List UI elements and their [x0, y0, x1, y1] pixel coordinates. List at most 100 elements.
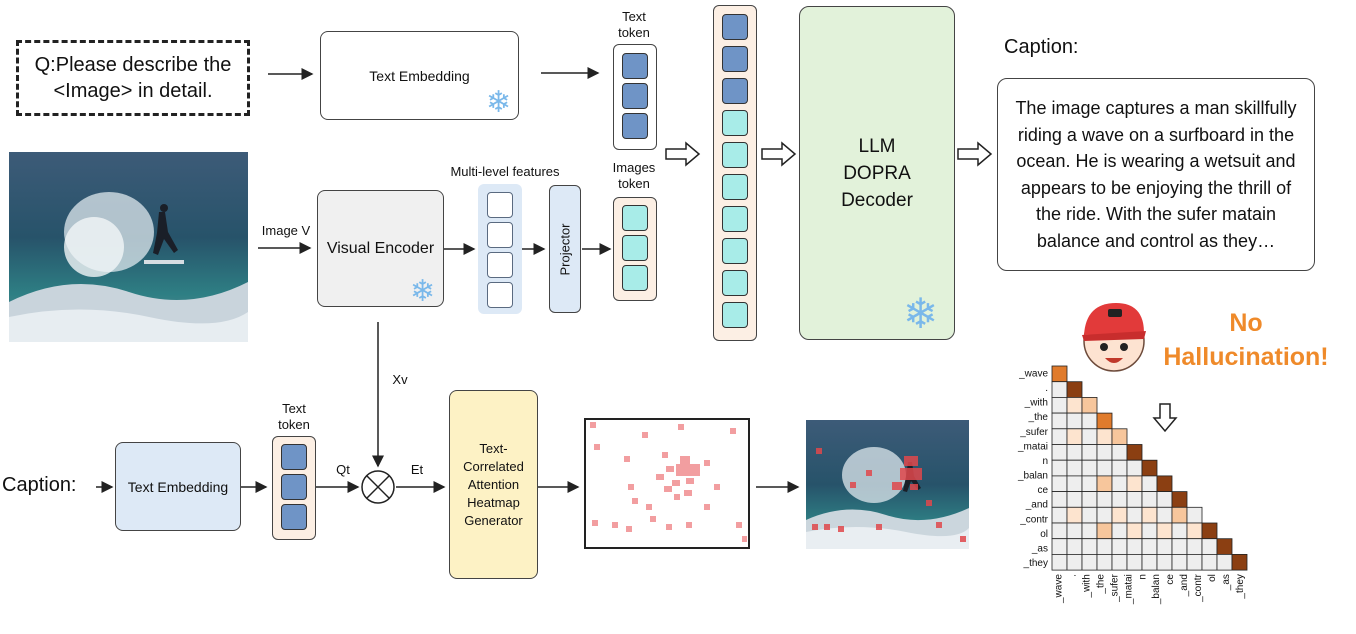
caption-box: The image captures a man skillfully ridi…	[997, 78, 1315, 271]
matrix-cell	[1111, 459, 1128, 477]
matrix-cell	[1081, 491, 1098, 508]
matrix-row-label: _contr	[1019, 514, 1048, 525]
matrix-cell	[1186, 553, 1203, 571]
matrix-cell	[1171, 538, 1188, 555]
text-embedding-bottom-label: Text Embedding	[127, 478, 229, 495]
matrix-cell	[1096, 428, 1113, 445]
matrix-cell	[1051, 459, 1068, 477]
feature-cell	[487, 222, 513, 248]
matrix-col-label: _sufer	[1109, 573, 1120, 602]
qt-label: Qt	[336, 462, 350, 477]
matrix-row-label: _they	[1023, 558, 1048, 569]
matrix-cell	[1171, 491, 1188, 508]
feature-cell	[487, 282, 513, 308]
matrix-cell	[1051, 412, 1068, 430]
caption-bottom-label: Caption:	[2, 474, 77, 496]
matrix-cell	[1066, 538, 1083, 555]
matrix-cell	[1051, 506, 1068, 524]
matrix-cell	[1066, 475, 1083, 493]
text-token	[281, 504, 307, 530]
matrix-cell	[1171, 522, 1188, 540]
matrix-col-label: ce	[1165, 574, 1176, 585]
matrix-cell	[1156, 491, 1173, 508]
matrix-cell	[1081, 397, 1098, 414]
image-token	[622, 235, 648, 261]
image-token	[622, 265, 648, 291]
matrix-cell	[1156, 475, 1173, 493]
matrix-col-label: _balan	[1151, 574, 1162, 605]
text-token	[281, 474, 307, 500]
llm-dopra-decoder: LLM DOPRA Decoder	[799, 6, 955, 340]
matrix-cell	[1096, 412, 1113, 430]
feature-cell	[487, 252, 513, 278]
heatmap-points	[590, 422, 747, 542]
matrix-cell	[1051, 491, 1068, 508]
matrix-cell	[1111, 553, 1128, 571]
matrix-cell	[1126, 553, 1143, 571]
matrix-cell	[1051, 538, 1068, 555]
matrix-cell	[1156, 538, 1173, 555]
text-token-top-column	[613, 44, 657, 150]
matrix-cell	[1126, 538, 1143, 555]
feature-cell	[487, 192, 513, 218]
matrix-col-label: _and	[1179, 574, 1190, 597]
matrix-col-label: _the	[1096, 574, 1107, 595]
matrix-cell	[1096, 444, 1113, 461]
matrix-cell	[1051, 553, 1068, 571]
combined-image-token	[722, 110, 748, 136]
matrix-cell	[1216, 538, 1233, 555]
matrix-cell	[1081, 444, 1098, 461]
matrix-cell	[1051, 381, 1068, 398]
matrix-cell	[1051, 444, 1068, 461]
matrix-cell	[1141, 459, 1158, 477]
matrix-cell	[1141, 491, 1158, 508]
matrix-row-label: n	[1042, 456, 1048, 467]
attention-heatmap-panel	[584, 418, 750, 549]
matrix-col-label: _as	[1221, 574, 1232, 591]
matrix-col-label: _wave	[1054, 574, 1065, 604]
combined-text-token	[722, 14, 748, 40]
llm-line-2: DOPRA	[843, 162, 911, 184]
matrix-cell	[1171, 553, 1188, 571]
matrix-cell	[1096, 475, 1113, 493]
matrix-cell	[1066, 397, 1083, 414]
matrix-cell	[1081, 522, 1098, 540]
matrix-cell	[1111, 444, 1128, 461]
matrix-row-label: .	[1045, 383, 1048, 394]
matrix-cell	[1096, 506, 1113, 524]
combined-image-token	[722, 302, 748, 328]
visual-encoder: Visual Encoder	[317, 190, 444, 307]
matrix-cell	[1111, 428, 1128, 445]
matrix-cell	[1111, 538, 1128, 555]
matrix-cell	[1126, 491, 1143, 508]
matrix-cell	[1066, 444, 1083, 461]
matrix-cell	[1171, 506, 1188, 524]
matrix-row-label: _and	[1025, 500, 1048, 511]
matrix-row-label: _sufer	[1019, 427, 1048, 438]
visual-encoder-label: Visual Encoder	[326, 239, 435, 257]
question-box: Q:Please describe the <Image> in detail.	[16, 40, 250, 116]
question-line-1: Q:Please describe the	[34, 54, 232, 76]
caption-title: Caption:	[1004, 36, 1079, 58]
matrix-cell	[1141, 538, 1158, 555]
text-token	[281, 444, 307, 470]
heatmap-overlay-image	[806, 420, 969, 549]
images-token-label: Images token	[612, 160, 656, 191]
matrix-cell	[1231, 553, 1248, 571]
matrix-cell	[1201, 522, 1218, 540]
text-token-bottom-label: Text token	[278, 401, 310, 432]
combined-image-token	[722, 142, 748, 168]
combined-image-token	[722, 270, 748, 296]
matrix-cell	[1126, 522, 1143, 540]
matrix-cell	[1141, 553, 1158, 571]
matrix-cell	[1081, 459, 1098, 477]
text-token	[622, 53, 648, 79]
surfer-image	[9, 152, 248, 342]
projector: Projector	[549, 185, 581, 313]
matrix-cell	[1141, 506, 1158, 524]
matrix-cell	[1141, 522, 1158, 540]
matrix-cell	[1201, 553, 1218, 571]
matrix-cell	[1081, 412, 1098, 430]
no-hallucination-text: No Hallucination!	[1163, 309, 1329, 371]
